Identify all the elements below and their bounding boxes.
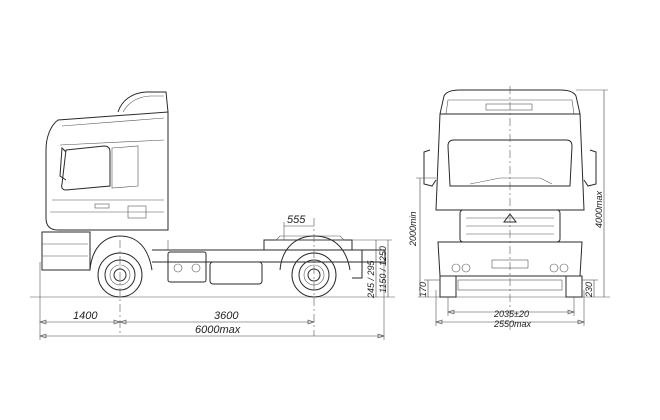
- roof-deflector: [117, 91, 169, 113]
- front-cab: [435, 113, 585, 211]
- cab-window: [61, 145, 111, 191]
- cab-body: [45, 111, 169, 231]
- front-view-right-wheel: [565, 275, 583, 298]
- front-windshield: [447, 139, 573, 187]
- dim-ground-clearance: 2000min: [408, 211, 418, 247]
- rear-wheel: [291, 252, 337, 298]
- fuel-tank: [209, 261, 263, 285]
- dim-overall-height: 4000max: [594, 190, 604, 228]
- dim-rear-ground-clearance: 230: [584, 282, 594, 298]
- front-view-left-wheel: [439, 275, 457, 298]
- dim-fifth-wheel-height: 1150 / 1250: [378, 246, 388, 293]
- side-view: 1400 3600 6000max 555 245 / 295 1150 / 1…: [30, 91, 395, 340]
- dim-wheelbase: 3600: [214, 310, 239, 322]
- side-mirror: [59, 146, 67, 181]
- dim-overall-length: 6000max: [195, 324, 241, 336]
- dim-front-overhang: 1400: [73, 310, 98, 322]
- dim-track-width: 2035±20: [493, 309, 529, 319]
- front-view: 2035±20 2550max 2000min 170 4000max 230: [408, 86, 610, 330]
- dim-overall-width: 2550max: [493, 319, 532, 329]
- front-bumper: [41, 231, 91, 271]
- dim-front-ground-clearance: 170: [418, 282, 428, 297]
- dim-fifth-wheel-offset: 555: [287, 214, 306, 226]
- dim-frame-height: 245 / 295: [366, 259, 376, 299]
